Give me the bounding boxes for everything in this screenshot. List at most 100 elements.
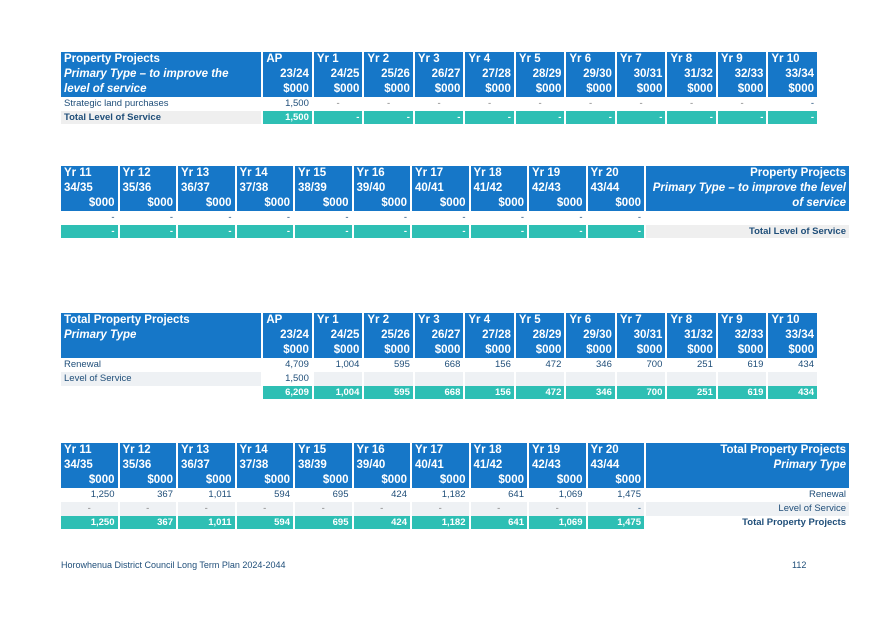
- cell: 594: [236, 516, 293, 529]
- cell: 434: [768, 386, 817, 399]
- cell: 641: [470, 516, 527, 529]
- cell: -: [587, 502, 644, 516]
- cell: -: [690, 98, 694, 109]
- fy-label: 33/34: [768, 328, 817, 343]
- unit-label: $000: [236, 473, 293, 488]
- cell: -: [470, 225, 527, 238]
- row-label: Renewal: [64, 359, 101, 370]
- table-title: Total Property Projects: [646, 443, 849, 458]
- fy-label: 43/44: [587, 181, 644, 196]
- cell: -: [119, 225, 176, 238]
- fy-label: 40/41: [412, 458, 469, 473]
- cell: 595: [394, 359, 410, 370]
- fy-label: 32/33: [717, 67, 767, 82]
- cell: -: [810, 98, 814, 109]
- year-label: Yr 1: [313, 313, 363, 328]
- unit-label: $000: [364, 343, 413, 358]
- cell: 6,209: [263, 386, 312, 399]
- unit-label: $000: [414, 343, 464, 358]
- unit-label: $000: [119, 473, 176, 488]
- row-label: Total Level of Service: [61, 111, 262, 124]
- unit-label: $000: [587, 196, 644, 211]
- unit-label: $000: [768, 343, 817, 358]
- cell: [768, 372, 817, 386]
- fy-label: 37/38: [236, 458, 293, 473]
- cell: -: [520, 212, 524, 223]
- cell: -: [437, 98, 441, 109]
- cell: 367: [157, 489, 173, 500]
- header-row-1: Yr 11 Yr 12 Yr 13 Yr 14 Yr 15 Yr 16 Yr 1…: [61, 166, 849, 181]
- fy-label: 36/37: [178, 181, 235, 196]
- year-label: AP: [263, 313, 312, 328]
- fy-label: 39/40: [353, 181, 410, 196]
- cell: 1,475: [587, 516, 644, 529]
- footer-text: Horowhenua District Council Long Term Pl…: [61, 560, 286, 570]
- cell: -: [529, 502, 586, 516]
- cell: 1,500: [285, 373, 309, 384]
- table-title: Property Projects: [646, 166, 849, 181]
- cell: -: [353, 502, 410, 516]
- cell: 472: [515, 386, 565, 399]
- table-row: - - - - - - - - - - Level of Service: [61, 502, 849, 516]
- unit-label: $000: [515, 343, 565, 358]
- total-property-projects-table-yr1-10: Total Property Projects AP Yr 1 Yr 2 Yr …: [59, 313, 819, 399]
- cell: -: [178, 225, 235, 238]
- cell: -: [295, 502, 352, 516]
- cell: -: [462, 212, 466, 223]
- header-row-2: 34/35 35/36 36/37 37/38 38/39 39/40 40/4…: [61, 458, 849, 473]
- year-label: Yr 1: [313, 52, 363, 67]
- cell: 1,069: [529, 516, 586, 529]
- fy-label: 28/29: [515, 328, 565, 343]
- fy-label: 33/34: [768, 67, 817, 82]
- primary-type-label: of service: [646, 196, 849, 211]
- cell: -: [515, 111, 565, 124]
- row-label: Total Level of Service: [646, 225, 849, 238]
- cell: -: [637, 212, 641, 223]
- total-row: Total Level of Service 1,500 - - - - - -…: [61, 111, 817, 124]
- cell: 251: [667, 386, 716, 399]
- unit-label: $000: [414, 82, 464, 97]
- fy-label: 28/29: [515, 67, 565, 82]
- primary-type-label: level of service: [61, 82, 262, 97]
- unit-label: $000: [119, 196, 176, 211]
- cell: [667, 372, 716, 386]
- year-label: Yr 10: [768, 313, 817, 328]
- cell: 4,709: [285, 359, 309, 370]
- row-label: Level of Service: [61, 372, 262, 386]
- fy-label: 31/32: [667, 67, 716, 82]
- fy-label: 35/36: [119, 458, 176, 473]
- table-title: Total Property Projects: [61, 313, 262, 328]
- year-label: Yr 16: [353, 443, 410, 458]
- header-row-2: Primary Type 23/24 24/25 25/26 26/27 27/…: [61, 328, 817, 343]
- fy-label: 37/38: [236, 181, 293, 196]
- property-projects-table-yr1-10: Property Projects AP Yr 1 Yr 2 Yr 3 Yr 4…: [59, 52, 819, 124]
- unit-label: $000: [353, 196, 410, 211]
- cell: 1,182: [441, 489, 466, 500]
- unit-label: $000: [295, 473, 352, 488]
- cell: -: [717, 111, 767, 124]
- unit-label: $000: [465, 343, 514, 358]
- unit-label: $000: [412, 473, 469, 488]
- cell: 424: [391, 489, 407, 500]
- unit-label: $000: [566, 343, 615, 358]
- unit-label: $000: [529, 196, 586, 211]
- cell: 641: [508, 489, 524, 500]
- unit-label: $000: [465, 82, 514, 97]
- cell: [414, 372, 464, 386]
- year-label: Yr 2: [364, 52, 413, 67]
- cell: -: [768, 111, 817, 124]
- cell: 1,004: [313, 386, 363, 399]
- cell: 1,011: [178, 516, 235, 529]
- cell: [465, 372, 514, 386]
- fy-label: 40/41: [412, 181, 469, 196]
- year-label: Yr 9: [717, 313, 767, 328]
- cell: -: [236, 502, 293, 516]
- fy-label: 29/30: [566, 328, 615, 343]
- header-row-1: Total Property Projects AP Yr 1 Yr 2 Yr …: [61, 313, 817, 328]
- year-label: Yr 15: [295, 166, 352, 181]
- cell: [616, 372, 666, 386]
- fy-label: 31/32: [667, 328, 716, 343]
- fy-label: 36/37: [178, 458, 235, 473]
- cell: -: [295, 225, 352, 238]
- fy-label: 26/27: [414, 328, 464, 343]
